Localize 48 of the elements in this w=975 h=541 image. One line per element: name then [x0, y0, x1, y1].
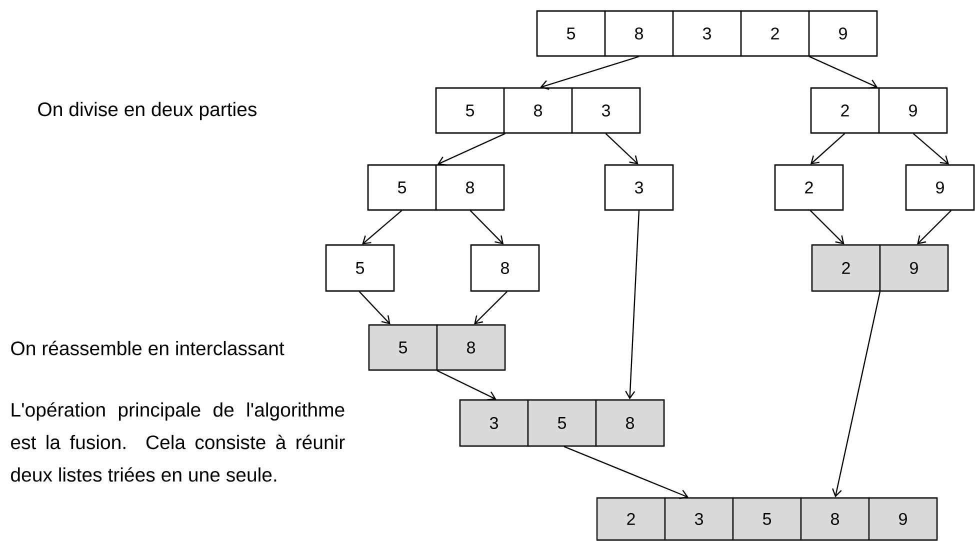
- arrow: [912, 133, 949, 164]
- note-paragraph: L'opération principale de l'algorithme est la fusion. Cela consiste à réunir deux listes triées en une seule.: [11, 402, 345, 482]
- array-cell: 2: [740, 10, 810, 57]
- array-cell: 9: [936, 181, 944, 194]
- array-cell: 3: [664, 497, 734, 541]
- arrow: [436, 370, 496, 400]
- array-cell: 9: [868, 497, 938, 541]
- arrow: [362, 210, 402, 244]
- array-cell: 5: [435, 87, 505, 134]
- array-cell: 5: [367, 164, 437, 211]
- array-cell: 9: [808, 10, 878, 57]
- arrow: [474, 291, 508, 324]
- arrow: [917, 210, 952, 244]
- arrow: [437, 133, 506, 166]
- array-cell: 2: [596, 497, 666, 541]
- array-cell: 3: [459, 399, 529, 447]
- array-cell: 8: [800, 497, 870, 541]
- array-cell: 8: [604, 10, 674, 57]
- array-cell: 5: [527, 399, 597, 447]
- array-cell: 8: [503, 87, 573, 134]
- array-cell: 5: [732, 497, 802, 541]
- array-cell: 5: [536, 10, 606, 57]
- arrow: [809, 56, 878, 89]
- annotation-text: On réassemble en interclassant: [11, 340, 284, 356]
- array-cell: 8: [595, 399, 665, 447]
- array-cell: 2: [811, 244, 881, 292]
- array-cell: 3: [571, 87, 641, 134]
- arrow: [540, 56, 639, 90]
- arrow: [358, 291, 390, 324]
- arrow: [810, 133, 846, 164]
- annotation-text: On divise en deux parties: [38, 102, 256, 120]
- array-cell: 8: [436, 324, 506, 371]
- arrow: [810, 210, 844, 244]
- arrow: [625, 210, 640, 400]
- array-cell: 3: [672, 10, 742, 57]
- arrow: [605, 133, 638, 164]
- array-cell: 8: [501, 262, 509, 274]
- array-cell: 2: [810, 87, 880, 134]
- array-cell: 9: [879, 244, 949, 292]
- array-cell: 2: [805, 182, 813, 194]
- array-cell: 3: [634, 181, 643, 194]
- array-cell: 5: [356, 262, 364, 274]
- array-cell: 9: [878, 87, 948, 134]
- arrow: [564, 446, 689, 500]
- arrow: [832, 291, 881, 498]
- array-cell: 8: [435, 164, 505, 211]
- arrow: [470, 210, 504, 244]
- array-cell: 5: [368, 324, 438, 371]
